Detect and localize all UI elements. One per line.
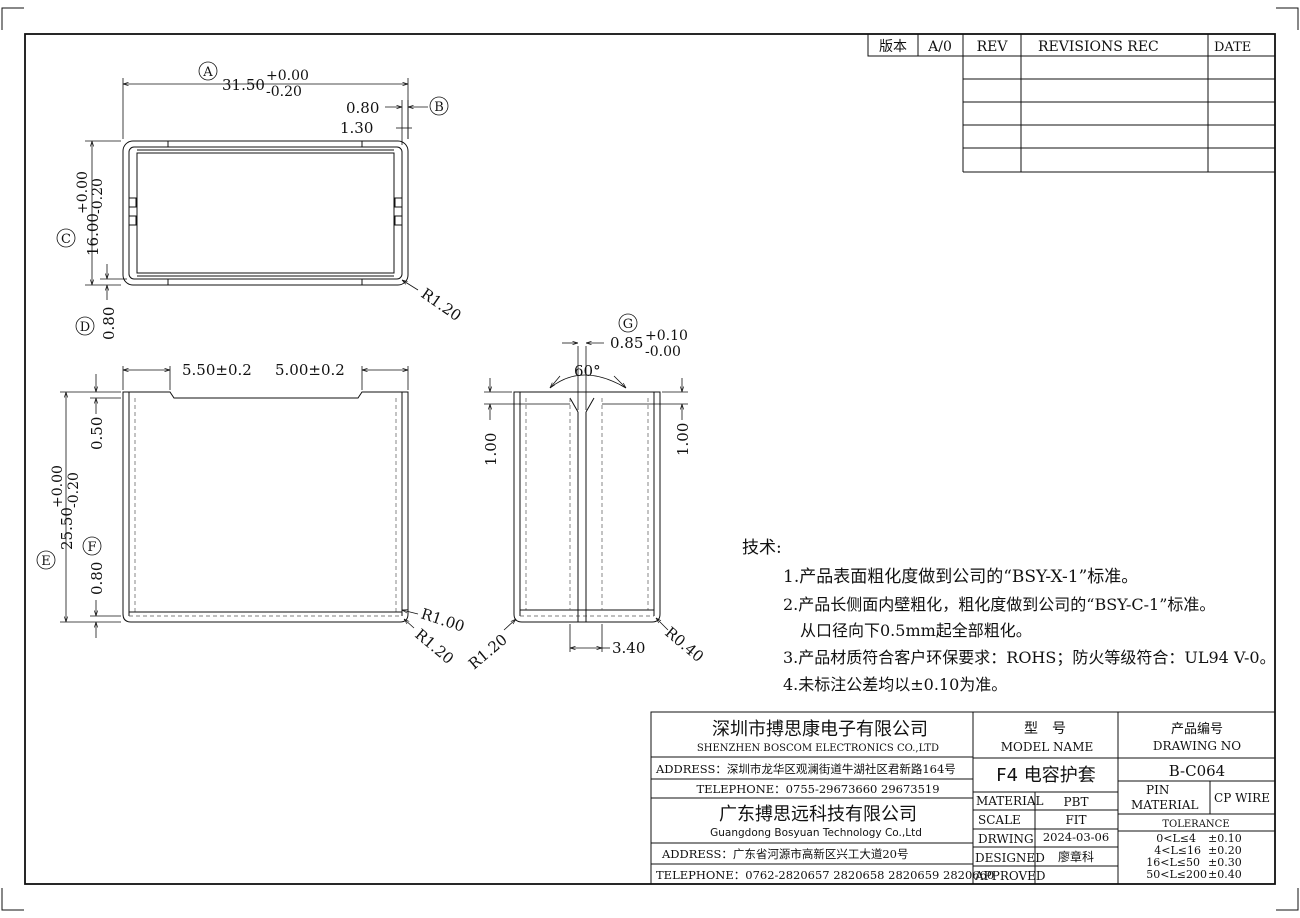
side-view: 0.85 +0.10 -0.00 G 60° 1.00 1.00 3.40 R1…: [465, 313, 707, 674]
date-header: DATE: [1214, 40, 1251, 55]
drwing-label: DRWING: [978, 832, 1034, 846]
model-label-en: MODEL NAME: [1001, 740, 1094, 754]
designed-label: DESIGNED: [975, 851, 1045, 865]
pin-material-value: CP WIRE: [1214, 791, 1270, 805]
notes-heading: 技术:: [742, 538, 782, 558]
company2-name-cn: 广东搏思远科技有限公司: [719, 804, 917, 825]
dim-a-letter: A: [202, 65, 213, 80]
rev-version-value: A/0: [927, 39, 952, 55]
front-view: 5.50±0.2 5.00±0.2 0.50 25.50 +0.00 -0.20…: [36, 361, 467, 668]
drawing-label-cn: 产品编号: [1171, 722, 1223, 737]
company1-name-en: SHENZHEN BOSCOM ELECTRONICS CO.,LTD: [697, 743, 939, 754]
side-dim-right: 1.00: [674, 423, 692, 456]
tol-value-1: ±0.10: [1208, 832, 1242, 845]
company1-name-cn: 深圳市搏思康电子有限公司: [712, 719, 928, 740]
dim-c-minus: -0.20: [90, 178, 106, 214]
front-dim-top: 0.50: [88, 417, 106, 450]
tol-value-2: ±0.20: [1208, 844, 1242, 857]
top-radius: R1.20: [418, 285, 465, 325]
tol-value-4: ±0.40: [1208, 868, 1242, 881]
front-dim-e-minus: -0.20: [66, 472, 82, 508]
revision-table: 版本 A/0 REV REVISIONS REC DATE: [867, 33, 1276, 173]
front-dim-right: 5.00±0.2: [275, 361, 345, 379]
dim-a-plus: +0.00: [266, 68, 309, 84]
front-dim-f-letter: F: [87, 540, 96, 555]
top-view: A 31.50 +0.00 -0.20 0.80 1.30 B C 16.00 …: [56, 61, 465, 340]
dim-c-plus: +0.00: [75, 171, 91, 214]
side-angle: 60°: [574, 362, 601, 380]
approved-label: APPROVED: [974, 869, 1046, 883]
front-dim-f-value: 0.80: [88, 562, 106, 595]
rev-header: REV: [977, 39, 1009, 55]
model-value: F4 电容护套: [996, 765, 1096, 786]
company2-address: ADDRESS：广东省河源市高新区兴工大道20号: [661, 847, 909, 861]
dim-c-letter: C: [61, 232, 71, 247]
dim-b-value-1: 0.80: [346, 99, 379, 117]
technical-notes: 技术: 1.产品表面粗化度做到公司的“BSY-X-1”标准。 2.产品长侧面内壁…: [742, 538, 1276, 694]
revisions-header: REVISIONS REC: [1038, 39, 1159, 55]
side-radius-right: R0.40: [661, 623, 707, 666]
drwing-value: 2024-03-06: [1043, 830, 1109, 844]
model-label-cn: 型 号: [1024, 721, 1066, 737]
pin-material-label-2: MATERIAL: [1131, 798, 1199, 812]
drawing-value: B-C064: [1169, 762, 1225, 780]
front-dim-e-letter: E: [41, 554, 51, 569]
note-3: 3.产品材质符合客户环保要求：ROHS；防火等级符合：UL94 V-0。: [783, 648, 1276, 667]
corner-marks: [1, 7, 1299, 911]
drawing-border: [24, 33, 1276, 885]
note-2: 2.产品长侧面内壁粗化，粗化度做到公司的“BSY-C-1”标准。: [783, 595, 1215, 614]
tol-value-3: ±0.30: [1208, 856, 1242, 869]
material-label: MATERIAL: [976, 794, 1044, 808]
note-4: 4.未标注公差均以±0.10为准。: [783, 675, 1007, 694]
side-dim-g-letter: G: [623, 317, 633, 332]
tol-range-3: 16<L≤50: [1146, 856, 1200, 869]
note-2-cont: 从口径向下0.5mm起全部粗化。: [800, 621, 1032, 640]
tol-range-2: 4<L≤16: [1154, 844, 1201, 857]
tol-range-1: 0<L≤4: [1156, 832, 1196, 845]
note-1: 1.产品表面粗化度做到公司的“BSY-X-1”标准。: [783, 567, 1138, 587]
company2-name-en: Guangdong Bosyuan Technology Co.,Ltd: [710, 827, 922, 839]
tolerance-label: TOLERANCE: [1162, 819, 1229, 830]
dim-a-value: 31.50: [222, 76, 265, 94]
title-block: 深圳市搏思康电子有限公司 SHENZHEN BOSCOM ELECTRONICS…: [650, 711, 1276, 885]
front-dim-e-plus: +0.00: [50, 465, 66, 508]
company1-address: ADDRESS：深圳市龙华区观澜街道牛湖社区君新路164号: [655, 762, 956, 776]
scale-value: FIT: [1065, 813, 1086, 827]
scale-label: SCALE: [978, 813, 1021, 827]
front-dim-e-value: 25.50: [58, 507, 76, 550]
side-dim-g-plus: +0.10: [645, 328, 688, 344]
dim-b-letter: B: [434, 100, 444, 115]
dim-b-value-2: 1.30: [340, 119, 373, 137]
material-value: PBT: [1064, 795, 1089, 809]
side-dim-g-value: 0.85: [610, 334, 643, 352]
company1-telephone: TELEPHONE：0755-29673660 29673519: [696, 782, 939, 796]
side-dim-g-minus: -0.00: [645, 344, 681, 360]
drawing-label-en: DRAWING NO: [1153, 739, 1241, 753]
pin-material-label-1: PIN: [1146, 783, 1169, 797]
rev-version-label: 版本: [879, 39, 907, 55]
dim-a-minus: -0.20: [266, 84, 302, 100]
side-dim-bottom: 3.40: [612, 639, 645, 657]
dim-d-letter: D: [80, 320, 90, 335]
side-dim-left: 1.00: [482, 433, 500, 466]
designed-value: 廖章科: [1058, 849, 1094, 864]
dim-c-value: 16.00: [84, 213, 102, 256]
dim-d-value: 0.80: [100, 307, 118, 340]
tol-range-4: 50<L≤200: [1146, 868, 1207, 881]
side-radius-left: R1.20: [465, 631, 511, 674]
front-dim-left: 5.50±0.2: [182, 361, 252, 379]
company2-telephone: TELEPHONE：0762-2820657 2820658 2820659 2…: [656, 868, 994, 882]
